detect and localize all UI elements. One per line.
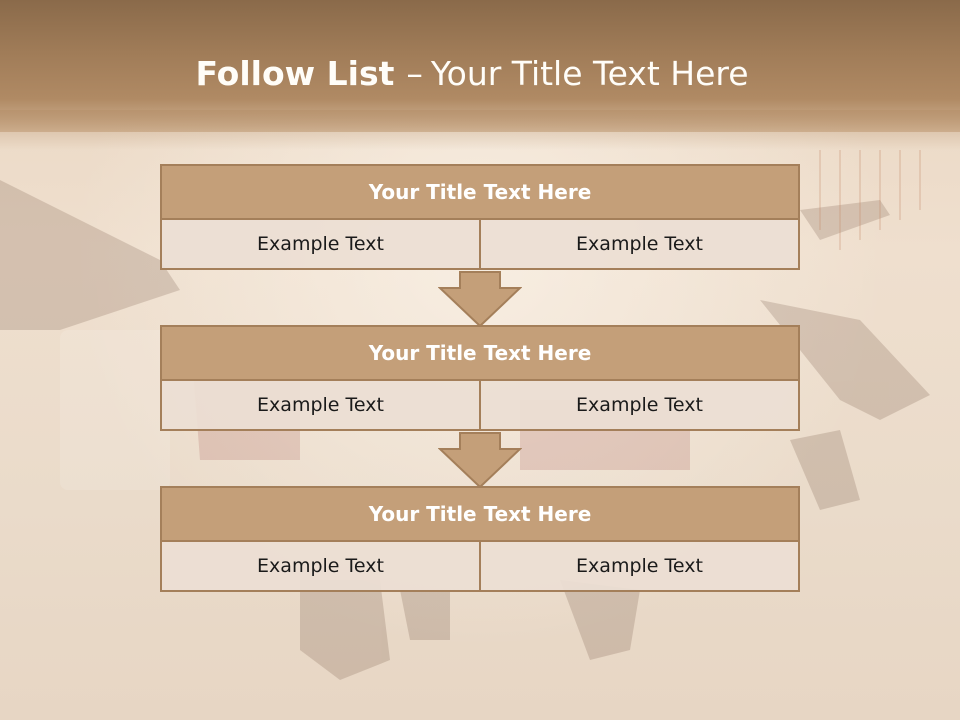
slide-title: Follow List–Your Title Text Here (0, 54, 944, 93)
block-cell-left: Example Text (160, 381, 481, 431)
list-block-2: Your Title Text Here Example Text Exampl… (160, 325, 800, 431)
block-cell-left: Example Text (160, 220, 481, 270)
block-row: Example Text Example Text (160, 542, 800, 592)
block-title: Your Title Text Here (160, 325, 800, 381)
title-bar-fade (0, 110, 960, 150)
block-cell-right: Example Text (481, 542, 800, 592)
list-block-1: Your Title Text Here Example Text Exampl… (160, 164, 800, 270)
block-title: Your Title Text Here (160, 486, 800, 542)
slide-title-rest: Your Title Text Here (430, 54, 749, 93)
slide-title-dash: – (406, 54, 423, 93)
list-block-3: Your Title Text Here Example Text Exampl… (160, 486, 800, 592)
down-arrow-icon (438, 432, 522, 489)
block-cell-left: Example Text (160, 542, 481, 592)
block-row: Example Text Example Text (160, 381, 800, 431)
block-title: Your Title Text Here (160, 164, 800, 220)
slide-title-bold: Follow List (195, 54, 395, 93)
block-row: Example Text Example Text (160, 220, 800, 270)
down-arrow-icon (438, 271, 522, 328)
block-cell-right: Example Text (481, 220, 800, 270)
block-cell-right: Example Text (481, 381, 800, 431)
